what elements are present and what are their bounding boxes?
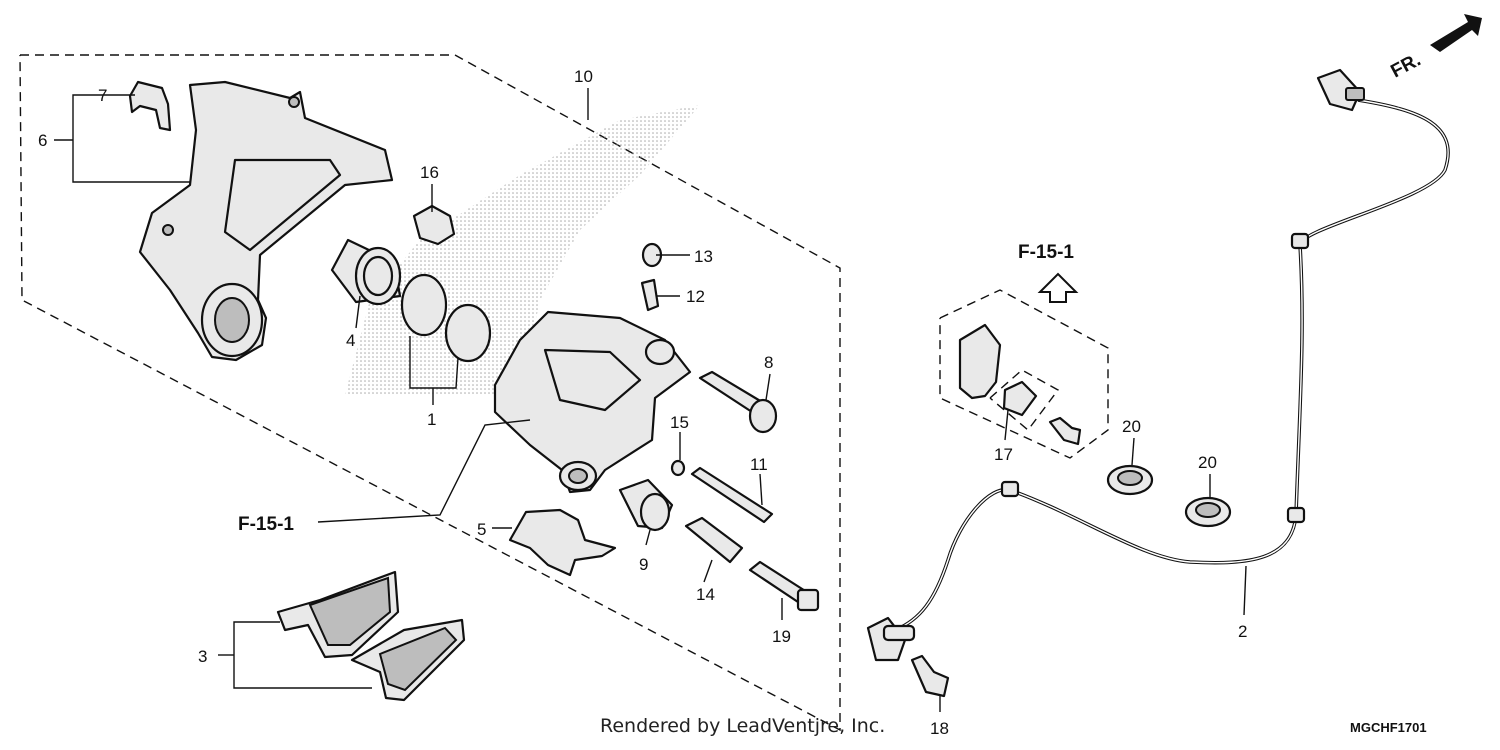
front-direction-label: FR. (1387, 50, 1424, 83)
clip-bolt (1048, 416, 1082, 446)
abs-sensor-head (866, 616, 916, 662)
wire-clamp-b (1184, 496, 1232, 528)
sensor-clip (958, 323, 1002, 400)
callout-13: 13 (694, 247, 713, 266)
pin-sleeve (618, 478, 674, 532)
caliper-assembly-boundary (19, 54, 841, 732)
render-credit: Rendered by LeadVentjre, Inc. (600, 715, 885, 737)
piston-seal (400, 273, 448, 337)
callout-8: 8 (764, 353, 773, 372)
callout-20b: 20 (1198, 453, 1217, 472)
reference-up-arrow-icon (1037, 272, 1079, 303)
callout-17: 17 (994, 445, 1013, 464)
collar (684, 516, 744, 564)
callout-10: 10 (574, 67, 593, 86)
callout-11: 11 (750, 455, 768, 474)
o-ring (670, 459, 686, 477)
piston (330, 238, 402, 306)
callout-5: 5 (477, 520, 486, 539)
callout-4: 4 (346, 331, 355, 350)
callout-1: 1 (427, 410, 436, 429)
sensor-bolt (910, 654, 950, 698)
reference-label-lower[interactable]: F-15-1 (238, 514, 294, 535)
clip-subassembly-boundary (989, 369, 1060, 432)
callout-6: 6 (38, 131, 47, 150)
leader-lines (54, 88, 1247, 712)
callout-14: 14 (696, 585, 715, 604)
callout-20a: 20 (1122, 417, 1141, 436)
callout-3: 3 (198, 647, 207, 666)
callout-15: 15 (670, 413, 689, 432)
small-clip (1002, 380, 1038, 417)
callout-12: 12 (686, 287, 705, 306)
callout-7: 7 (98, 86, 107, 105)
callout-2: 2 (1238, 622, 1247, 641)
abs-sensor-wire (894, 98, 1450, 632)
wire-connector (1316, 68, 1365, 112)
reference-label-upper[interactable]: F-15-1 (1018, 242, 1074, 263)
callout-19: 19 (772, 627, 791, 646)
brake-pads (276, 570, 466, 702)
pad-retainer (508, 508, 617, 577)
front-direction-indicator (1430, 14, 1482, 52)
wire-clamp-a (1106, 464, 1154, 496)
pad-spring (128, 80, 172, 132)
callout-16: 16 (420, 163, 439, 182)
front-arrow-icon (1430, 14, 1482, 52)
caliper-bracket (138, 80, 394, 362)
callout-18: 18 (930, 719, 949, 738)
slide-pin (690, 466, 774, 524)
pin-bolt (698, 370, 778, 434)
clip-assembly-boundary (939, 289, 1109, 459)
bleeder-valve (640, 278, 660, 312)
mounting-bolt (748, 560, 820, 612)
callout-9: 9 (639, 555, 648, 574)
pin-boot (412, 204, 456, 246)
dust-seal (444, 303, 492, 363)
caliper-body (493, 310, 692, 494)
diagram-code: MGCHF1701 (1350, 720, 1427, 735)
